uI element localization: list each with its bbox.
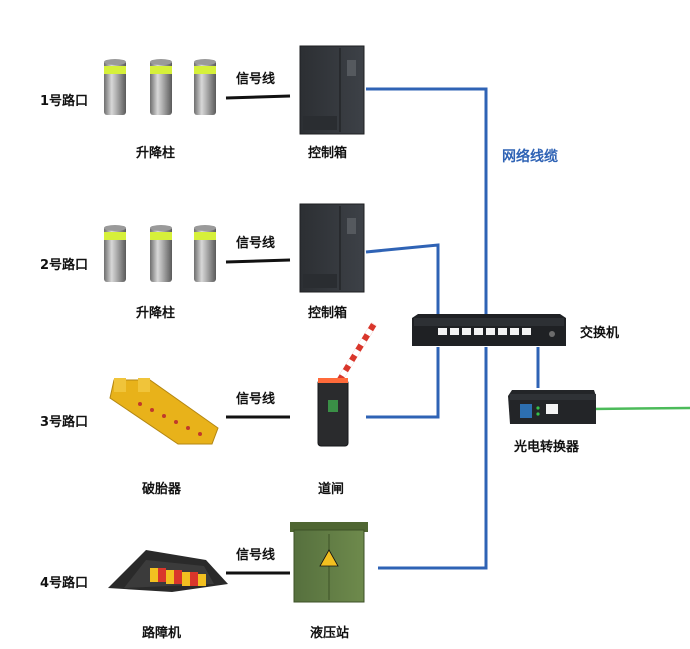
signal-label-2: 信号线 (236, 236, 276, 251)
switch-label: 交换机 (580, 326, 620, 341)
converter-label: 光电转换器 (514, 440, 580, 455)
device-label-3: 破胎器 (142, 482, 182, 497)
tire-killer (109, 378, 219, 445)
control-box-1 (299, 45, 365, 135)
road-label-2: 2号路口 (40, 258, 89, 273)
road-label-1: 1号路口 (40, 94, 89, 109)
network-switch (412, 314, 566, 346)
signal-label-1: 信号线 (236, 72, 276, 87)
cable-box2 (365, 243, 440, 316)
device-label-4: 路障机 (142, 626, 182, 641)
controller-label-1: 控制箱 (308, 146, 348, 161)
controller-label-3: 道闸 (318, 482, 345, 497)
road-blocker (108, 550, 228, 592)
hydraulic-station (290, 522, 368, 603)
cable-box1 (366, 87, 488, 316)
road-label-3: 3号路口 (40, 415, 89, 430)
bollard-group-2 (104, 225, 216, 282)
network-cable-label: 网络线缆 (502, 149, 558, 165)
controller-label-4: 液压站 (310, 626, 350, 641)
road-label-4: 4号路口 (40, 576, 89, 591)
cable-hydraulic (378, 347, 488, 570)
device-label-2: 升降柱 (136, 306, 176, 321)
barrier-gate (317, 322, 377, 447)
fiber-line (589, 406, 690, 411)
signal-label-3: 信号线 (236, 392, 276, 407)
media-converter (508, 390, 596, 424)
cable-gate (366, 347, 440, 419)
controller-label-2: 控制箱 (308, 306, 348, 321)
device-label-1: 升降柱 (136, 146, 176, 161)
bollard-group-1 (104, 59, 216, 115)
control-box-2 (299, 203, 365, 293)
signal-lines (225, 94, 291, 575)
network-cables (365, 87, 540, 570)
signal-label-4: 信号线 (236, 548, 276, 563)
